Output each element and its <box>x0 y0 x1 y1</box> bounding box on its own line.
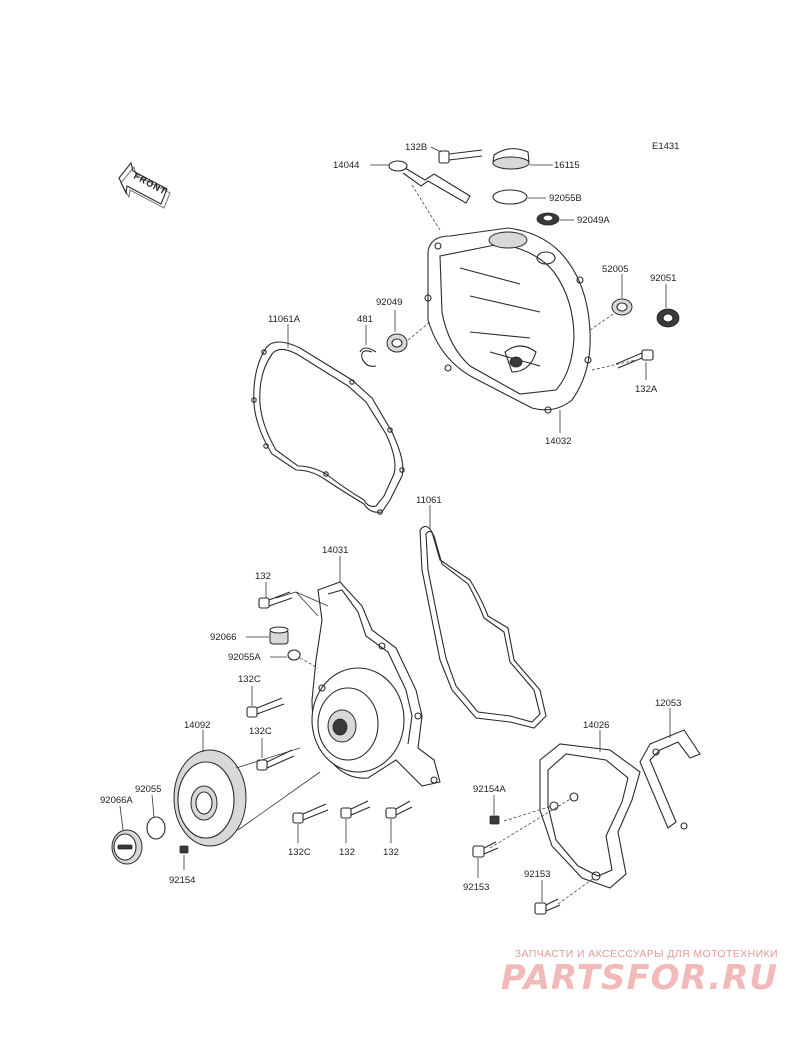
bolt-92153-2 <box>534 880 561 915</box>
screw-92154 <box>179 845 189 870</box>
label-132c-2: 132C <box>249 726 272 737</box>
clutch-cover-14032 <box>424 227 637 414</box>
label-52005: 52005 <box>602 264 628 275</box>
bolt-132b <box>430 146 483 164</box>
o-ring-92055b <box>492 189 528 205</box>
label-92066a: 92066A <box>100 795 133 806</box>
bolt-132a <box>615 349 654 380</box>
label-11061a: 11061A <box>268 314 301 325</box>
label-92055b: 92055B <box>549 193 582 204</box>
label-92055: 92055 <box>135 784 161 795</box>
label-92153-1: 92153 <box>463 882 489 893</box>
label-92049a: 92049A <box>577 215 610 226</box>
bolt-132-top <box>258 582 293 609</box>
label-132c-3: 132C <box>288 847 311 858</box>
clamp-14044 <box>370 160 471 231</box>
circlip-481 <box>359 325 377 367</box>
label-92154: 92154 <box>169 875 195 886</box>
bolt-132-bottom-2 <box>385 800 413 843</box>
gasket-11061 <box>419 505 547 729</box>
bolt-132c-2 <box>256 738 295 771</box>
bolt-132-bottom-1 <box>340 800 371 843</box>
label-92055a: 92055A <box>228 652 261 663</box>
plug-92066 <box>246 626 289 645</box>
bolt-92153-1 <box>472 841 499 878</box>
watermark-tagline: ЗАПЧАСТИ И АКСЕССУАРЫ ДЛЯ МОТОТЕХНИКИ <box>514 948 778 960</box>
label-92051: 92051 <box>650 273 676 284</box>
label-92066: 92066 <box>210 632 236 643</box>
bearing-52005 <box>611 274 633 316</box>
label-132c-1: 132C <box>238 674 261 685</box>
label-14031: 14031 <box>322 545 348 556</box>
label-14032: 14032 <box>545 436 571 447</box>
o-ring-92055 <box>146 816 166 840</box>
gasket-11061a <box>251 324 405 515</box>
bracket-12053 <box>639 708 701 830</box>
label-14092: 14092 <box>184 720 210 731</box>
label-16115: 16115 <box>554 160 580 171</box>
label-132b: 132B <box>405 142 427 153</box>
label-12053: 12053 <box>655 698 681 709</box>
sprocket-cover-14026 <box>489 730 641 905</box>
label-92049: 92049 <box>376 297 402 308</box>
label-132-bottom-1: 132 <box>339 847 355 858</box>
watermark-logo: PARTSFOR.RU <box>500 958 778 998</box>
label-132-top: 132 <box>255 571 271 582</box>
seal-92049a <box>536 212 574 226</box>
label-14044: 14044 <box>333 160 359 171</box>
cap-92066a <box>111 805 143 865</box>
seal-92051 <box>656 284 680 328</box>
generator-cover-14031 <box>275 556 441 787</box>
label-132-bottom-2: 132 <box>383 847 399 858</box>
oil-cap-16115 <box>492 148 553 170</box>
cover-14092 <box>173 730 321 847</box>
label-14026: 14026 <box>583 720 609 731</box>
front-arrow: FRONT <box>118 161 171 209</box>
label-92153-2: 92153 <box>524 869 550 880</box>
label-92154a: 92154A <box>473 784 506 795</box>
o-ring-92055a <box>287 649 301 661</box>
label-481: 481 <box>357 314 373 325</box>
watermark: ЗАПЧАСТИ И АКСЕССУАРЫ ДЛЯ МОТОТЕХНИКИ PA… <box>501 948 778 996</box>
seal-92049 <box>386 310 431 353</box>
screw-92154a <box>489 795 500 825</box>
label-132a: 132A <box>635 384 658 395</box>
label-11061: 11061 <box>416 495 442 506</box>
diagram-code: E1431 <box>652 141 679 152</box>
bolt-132c-1 <box>246 686 285 718</box>
bolt-132c-3 <box>292 803 329 843</box>
